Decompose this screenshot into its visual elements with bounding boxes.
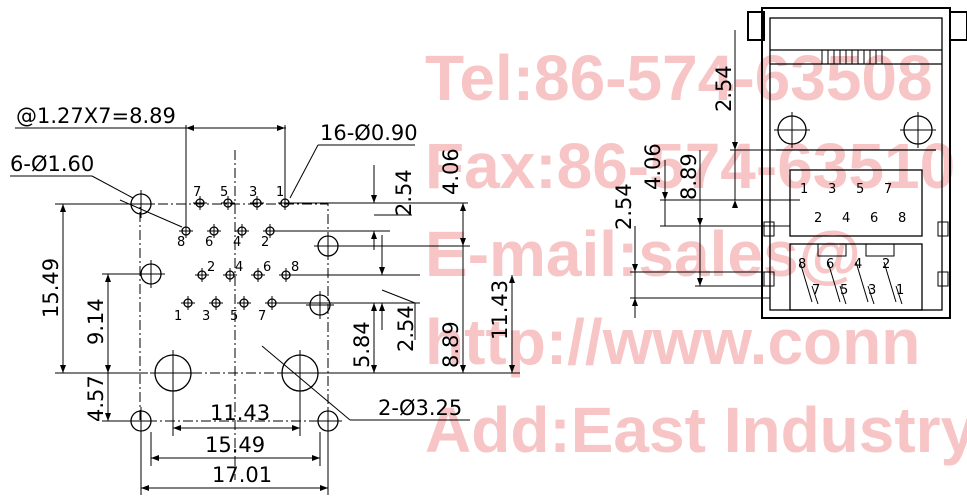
pin-label: 4	[233, 235, 241, 250]
pcb-footprint: 7 5 3 1 8 6 4 2 2 4 6 8 1 3 5 7 @1.27X7=…	[10, 104, 520, 495]
contact-label: 3	[868, 283, 876, 298]
pin-label: 6	[205, 235, 213, 250]
boss-holes-label: 2-Ø3.25	[378, 396, 462, 420]
dim-11-43-vertical: 11.43	[488, 280, 512, 340]
contact-label: 6	[826, 257, 834, 272]
pin-holes-top	[179, 196, 292, 238]
contact-label: 8	[798, 257, 806, 272]
pin-label: 8	[291, 260, 299, 275]
pin-label: 4	[235, 260, 243, 275]
pin-label: 5	[230, 309, 238, 324]
contact-label: 6	[870, 211, 878, 226]
front-dim-4-06: 4.06	[641, 143, 665, 190]
pin-label: 7	[193, 185, 201, 200]
connector-body	[761, 7, 951, 319]
front-dimensions: 2.54 4.06 8.89 2.54	[612, 30, 800, 318]
dim-4-06: 4.06	[439, 148, 463, 195]
contact-label: 5	[856, 182, 864, 197]
watermark: Tel:86-574-63508 Fax:86-574-63510 E-mail…	[425, 42, 967, 466]
contact-label: 3	[828, 182, 836, 197]
contact-label: 1	[800, 182, 808, 197]
led-holes	[774, 112, 936, 148]
contact-label: 2	[814, 211, 822, 226]
dim-5-84: 5.84	[350, 321, 374, 368]
pin-label: 1	[174, 309, 182, 324]
contact-label: 4	[854, 257, 862, 272]
front-contact-numbers: 1 3 5 7 2 4 6 8 8 6 4 2 7 5 3 1	[798, 182, 906, 298]
pin-holes-bottom	[181, 268, 293, 310]
contact-label: 8	[898, 211, 906, 226]
pin-label: 8	[177, 235, 185, 250]
watermark-fax: Fax:86-574-63510	[425, 130, 955, 202]
mount-holes-label: 6-Ø1.60	[10, 152, 94, 176]
boss-holes	[150, 350, 323, 396]
dim-2-54-mid: 2.54	[394, 305, 418, 352]
comb-teeth	[821, 49, 883, 65]
pin-label: 7	[258, 309, 266, 324]
left-dimensions: 15.49 9.14 4.57	[39, 203, 145, 422]
footprint-outline	[139, 203, 329, 422]
contact-label: 5	[840, 283, 848, 298]
dim-15-49-horizontal: 15.49	[205, 433, 265, 457]
pin-label: 6	[263, 260, 271, 275]
pin-label: 2	[207, 260, 215, 275]
front-dim-2-54-left: 2.54	[612, 183, 636, 230]
contact-label: 1	[896, 283, 904, 298]
pin-label: 5	[220, 185, 228, 200]
watermark-email: E-mail:sales@	[425, 218, 861, 290]
front-dim-8-89: 8.89	[677, 153, 701, 200]
watermark-address: Add:East Industry	[425, 394, 967, 466]
dim-17-01: 17.01	[212, 463, 272, 487]
pin-numbers: 7 5 3 1 8 6 4 2 2 4 6 8 1 3 5 7	[174, 185, 299, 324]
pin-label: 1	[276, 185, 284, 200]
contact-label: 7	[884, 182, 892, 197]
pin-label: 3	[202, 309, 210, 324]
pin-label: 2	[261, 235, 269, 250]
bottom-dimensions: 11.43 15.49 17.01 2-Ø3.25	[140, 345, 470, 495]
dim-8-89: 8.89	[439, 321, 463, 368]
dim-9-14: 9.14	[84, 298, 108, 345]
dim-15-49-vertical: 15.49	[39, 258, 63, 318]
pitch-dimension: @1.27X7=8.89 16-Ø0.90 6-Ø1.60	[10, 104, 418, 228]
dim-11-43-horizontal: 11.43	[210, 401, 270, 425]
pin-holes-label: 16-Ø0.90	[320, 121, 418, 145]
right-dimensions: 2.54 4.06 2.54 5.84 8.89 11.43	[276, 148, 520, 374]
watermark-tel: Tel:86-574-63508	[425, 42, 933, 114]
pin-label: 3	[249, 185, 257, 200]
contact-label: 4	[842, 211, 850, 226]
front-dim-2-54-top: 2.54	[712, 65, 736, 112]
contact-label: 7	[812, 283, 820, 298]
pitch-label: @1.27X7=8.89	[16, 104, 176, 128]
front-view: 1 3 5 7 2 4 6 8 8 6 4 2 7 5 3 1 2.54	[612, 7, 967, 319]
dim-4-57: 4.57	[84, 375, 108, 422]
dim-2-54-top: 2.54	[392, 169, 416, 216]
contact-label: 2	[882, 257, 890, 272]
